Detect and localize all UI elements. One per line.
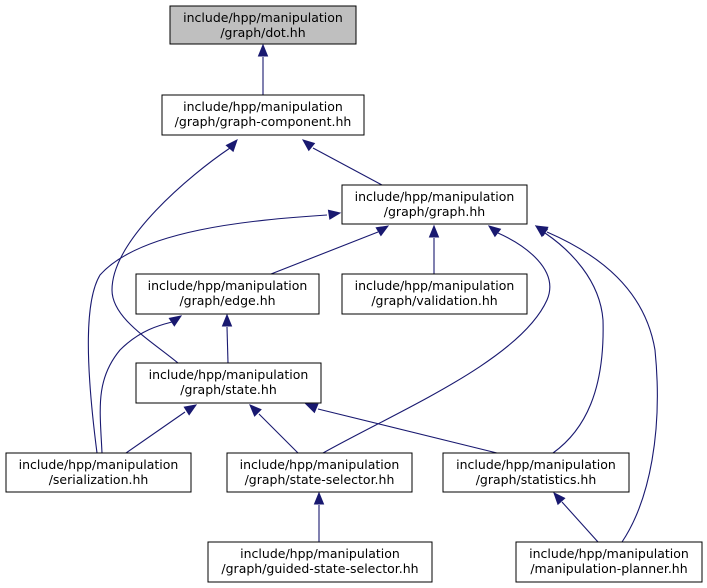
node-label-line2: /graph/dot.hh: [220, 25, 305, 40]
node-label-line1: include/hpp/manipulation: [149, 367, 309, 382]
node-label-line1: include/hpp/manipulation: [240, 546, 400, 561]
node-state-selector[interactable]: include/hpp/manipulation/graph/state-sel…: [226, 452, 413, 493]
node-box: [515, 541, 703, 583]
node-edge[interactable]: include/hpp/manipulation/graph/edge.hh: [135, 273, 320, 315]
edge-validation-to-graph: [428, 224, 440, 274]
node-label-line2: /graph/validation.hh: [371, 293, 497, 308]
node-box: [135, 273, 320, 315]
node-graph-component[interactable]: include/hpp/manipulation/graph/graph-com…: [161, 94, 365, 136]
edge-serialization-to-edge: [99, 315, 183, 454]
node-guided-state-selector[interactable]: include/hpp/manipulation/graph/guided-st…: [207, 541, 433, 583]
arrowhead-icon: [534, 225, 549, 237]
node-box: [207, 541, 433, 583]
node-label-line2: /graph/state.hh: [180, 382, 277, 397]
arrowhead-icon: [221, 313, 233, 327]
node-label-line2: /graph/state-selector.hh: [245, 472, 395, 487]
node-box: [341, 184, 528, 225]
edges-layer: [87, 43, 658, 543]
edge-statistics-to-state: [304, 403, 498, 454]
node-box: [341, 273, 528, 315]
node-label-line1: include/hpp/manipulation: [240, 457, 400, 472]
node-validation[interactable]: include/hpp/manipulation/graph/validatio…: [341, 273, 528, 315]
node-graph[interactable]: include/hpp/manipulation/graph/graph.hh: [341, 184, 528, 225]
edge-graph-to-graph-component: [301, 139, 383, 186]
edge-manipulation-planner-to-graph: [534, 225, 658, 543]
edge-guided-state-selector-to-state-selector: [313, 491, 325, 542]
node-manipulation-planner[interactable]: include/hpp/manipulation/manipulation-pl…: [515, 541, 703, 583]
edge-statistics-to-graph: [534, 225, 604, 454]
node-label-line1: include/hpp/manipulation: [355, 189, 515, 204]
edge-manipulation-planner-to-statistics: [553, 492, 599, 543]
node-label-line2: /graph/graph-component.hh: [175, 114, 352, 129]
nodes-layer: include/hpp/manipulation/graph/dot.hhinc…: [5, 5, 703, 583]
arrowhead-icon: [375, 225, 390, 237]
edge-edge-to-graph: [270, 225, 390, 275]
arrowhead-icon: [313, 491, 325, 505]
arrowhead-icon: [257, 43, 269, 57]
arrowhead-icon: [304, 403, 319, 414]
edge-state-selector-to-graph: [322, 225, 551, 454]
node-label-line1: include/hpp/manipulation: [19, 457, 179, 472]
edge-state-selector-to-state: [249, 404, 299, 454]
node-box: [442, 452, 630, 493]
node-serialization[interactable]: include/hpp/manipulation/serialization.h…: [5, 452, 192, 493]
node-label-line2: /graph/statistics.hh: [476, 472, 597, 487]
node-label-line1: include/hpp/manipulation: [529, 546, 689, 561]
arrowhead-icon: [327, 209, 342, 220]
arrowhead-icon: [301, 139, 316, 152]
node-label-line1: include/hpp/manipulation: [456, 457, 616, 472]
node-box: [5, 452, 192, 493]
edge-state-to-edge: [221, 313, 233, 364]
edge-graph-component-to-dot: [257, 43, 269, 95]
node-label-line2: /serialization.hh: [49, 472, 149, 487]
arrowhead-icon: [487, 225, 502, 238]
node-dot: include/hpp/manipulation/graph/dot.hh: [169, 5, 357, 45]
node-box: [169, 5, 357, 45]
node-label-line1: include/hpp/manipulation: [148, 278, 308, 293]
node-label-line1: include/hpp/manipulation: [183, 10, 343, 25]
arrowhead-icon: [168, 315, 183, 327]
arrowhead-icon: [249, 404, 262, 417]
node-label-line1: include/hpp/manipulation: [183, 99, 343, 114]
node-label-line2: /graph/guided-state-selector.hh: [221, 561, 418, 576]
edge-serialization-to-graph: [87, 209, 342, 454]
edge-state-to-graph-component: [111, 139, 238, 364]
arrowhead-icon: [553, 492, 566, 506]
node-box: [135, 362, 322, 404]
edge-serialization-to-state: [125, 404, 198, 454]
arrowhead-icon: [183, 404, 198, 416]
arrowhead-icon: [428, 224, 440, 238]
arrowhead-icon: [225, 139, 238, 153]
node-label-line1: include/hpp/manipulation: [355, 278, 515, 293]
node-label-line2: /graph/edge.hh: [179, 293, 275, 308]
node-label-line2: /manipulation-planner.hh: [530, 561, 687, 576]
node-box: [161, 94, 365, 136]
node-statistics[interactable]: include/hpp/manipulation/graph/statistic…: [442, 452, 630, 493]
node-box: [226, 452, 413, 493]
node-state[interactable]: include/hpp/manipulation/graph/state.hh: [135, 362, 322, 404]
node-label-line2: /graph/graph.hh: [384, 204, 485, 219]
